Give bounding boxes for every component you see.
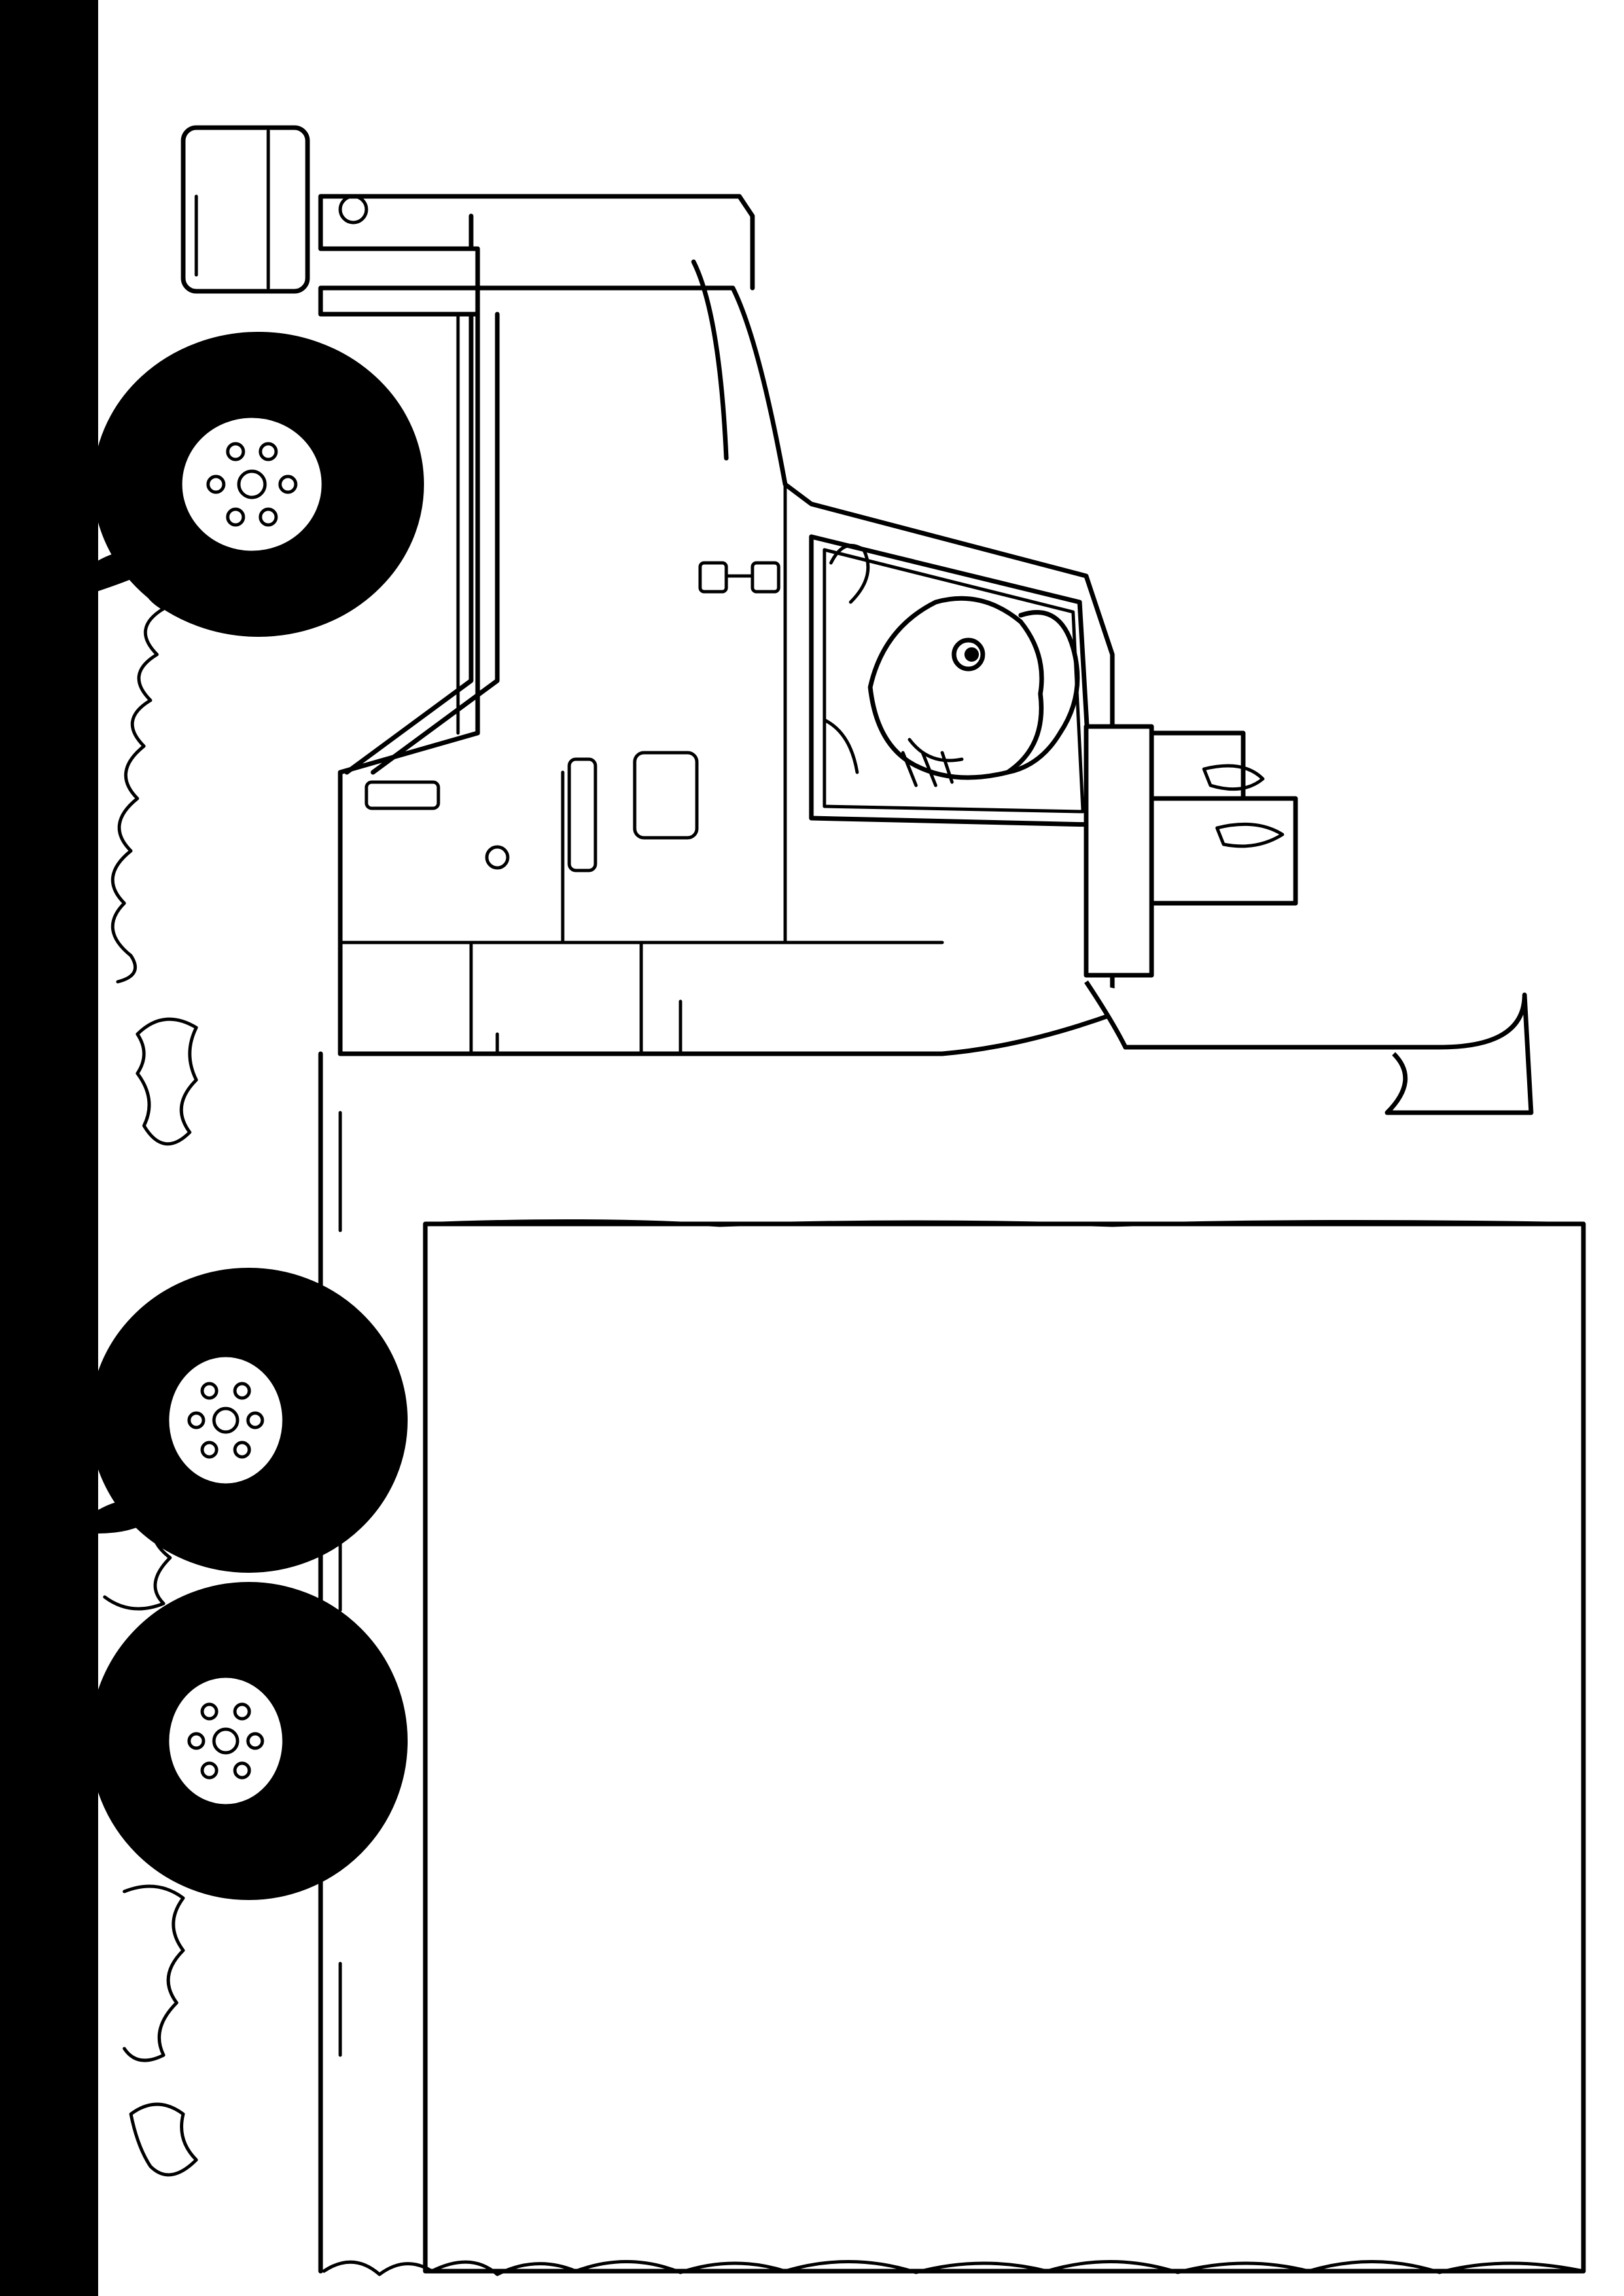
front-wheel — [93, 332, 424, 637]
grass-tufts — [96, 551, 198, 2177]
rear-wheel-2 — [90, 1582, 408, 1900]
exhaust-pipe — [1084, 724, 1534, 1115]
truck-cab — [181, 125, 1115, 1056]
driver — [822, 543, 1080, 787]
trailer-box — [322, 1219, 1586, 2276]
rear-wheel-1 — [90, 1268, 408, 1573]
page-margin-bar — [0, 0, 98, 2296]
